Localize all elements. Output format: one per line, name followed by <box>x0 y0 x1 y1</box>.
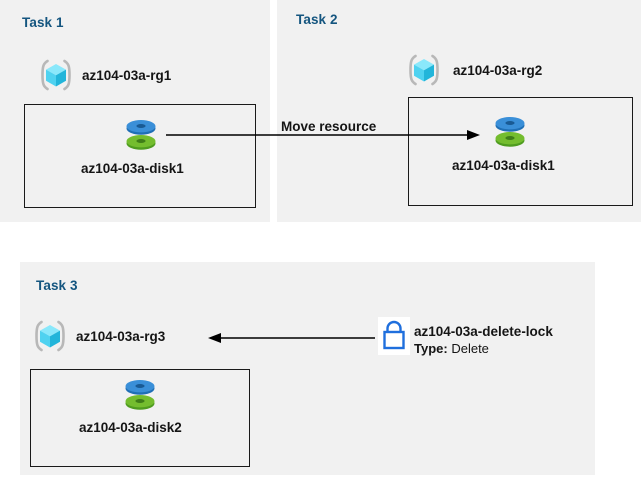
arrow-move-resource <box>166 130 480 140</box>
resource-label-disk1-task2: az104-03a-disk1 <box>452 158 555 173</box>
arrow-label-move-resource: Move resource <box>281 119 377 134</box>
lock-type-key: Type: <box>414 341 452 356</box>
arrow-lock-applies-to <box>208 333 375 343</box>
managed-disk-icon <box>121 373 159 418</box>
resource-label-disk1-task1: az104-03a-disk1 <box>81 161 184 176</box>
resource-group-label-rg2: az104-03a-rg2 <box>453 63 543 78</box>
resource-group-label-rg3: az104-03a-rg3 <box>76 329 166 344</box>
resource-group-icon <box>32 318 68 359</box>
lock-type-value: Delete <box>451 341 489 356</box>
lock-name-label: az104-03a-delete-lock <box>414 324 553 339</box>
managed-disk-icon <box>491 110 529 155</box>
resource-box-disk1-task2 <box>408 97 633 206</box>
panel-title-task-3: Task 3 <box>36 278 78 293</box>
resource-group-icon <box>38 57 74 98</box>
managed-disk-icon <box>122 113 160 158</box>
lock-type-row: Type: Delete <box>414 341 489 356</box>
resource-label-disk2: az104-03a-disk2 <box>79 420 182 435</box>
resource-group-label-rg1: az104-03a-rg1 <box>82 68 172 83</box>
lock-icon <box>378 317 410 360</box>
panel-title-task-1: Task 1 <box>22 15 64 30</box>
panel-title-task-2: Task 2 <box>296 12 338 27</box>
resource-group-icon <box>406 52 442 93</box>
